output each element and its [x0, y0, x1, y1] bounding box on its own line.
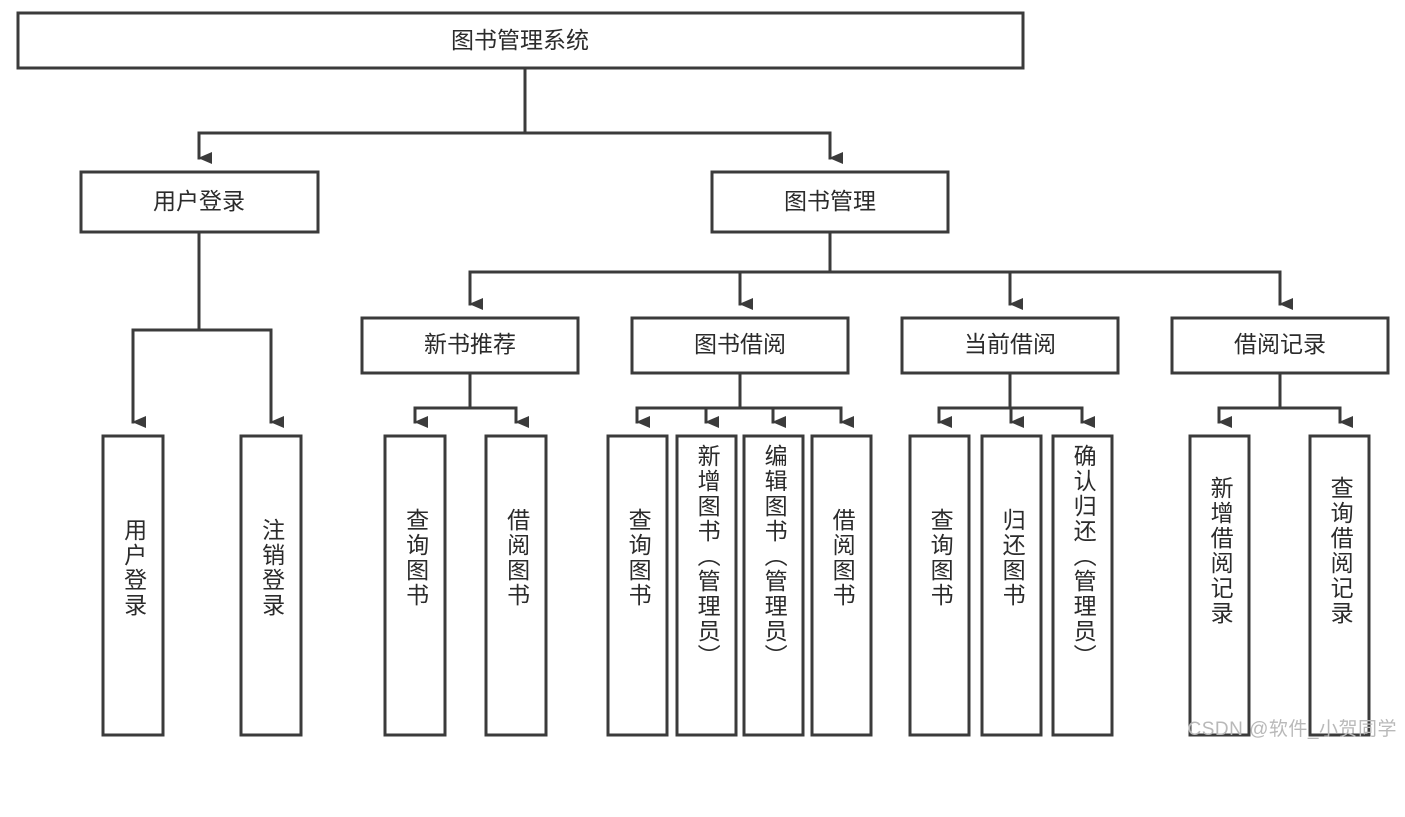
watermark-text: CSDN @软件_小贺同学 — [1187, 719, 1397, 740]
leaf-box-layer — [101, 434, 1371, 737]
leaf-box-query-record[interactable] — [1308, 434, 1371, 737]
node-user-login-box — [79, 170, 320, 234]
node-user-login[interactable]: 用户登录 — [79, 170, 320, 234]
leaf-box-query-book-2[interactable] — [606, 434, 669, 737]
node-root-label: 图书管理系统 — [451, 27, 589, 53]
node-root[interactable]: 图书管理系统 — [16, 11, 1025, 70]
connector-layer — [131, 66, 1353, 428]
node-borrow-record-box — [1170, 316, 1390, 375]
node-new-book-rec[interactable]: 新书推荐 — [360, 316, 580, 375]
leaf-box-add-book[interactable] — [675, 434, 738, 737]
leaf-box-query-book-1[interactable] — [383, 434, 447, 737]
leaf-box-edit-book[interactable] — [742, 434, 805, 737]
leaf-box-borrow-book-2[interactable] — [810, 434, 873, 737]
node-root-box — [16, 11, 1025, 70]
leaf-box-confirm-return[interactable] — [1051, 434, 1114, 737]
node-borrow-record[interactable]: 借阅记录 — [1170, 316, 1390, 375]
leaf-box-add-record[interactable] — [1188, 434, 1251, 737]
node-borrow-record-label: 借阅记录 — [1234, 331, 1326, 357]
node-new-book-rec-label: 新书推荐 — [424, 331, 516, 357]
node-book-manage-box — [710, 170, 950, 234]
tree-diagram-svg: 图书管理系统 用户登录 图书管理 新书推荐 图书借阅 当前借阅 借阅记录 — [16, 11, 1390, 737]
leaf-box-borrow-book-1[interactable] — [484, 434, 548, 737]
node-current-borrow[interactable]: 当前借阅 — [900, 316, 1120, 375]
diagram-canvas: 图书管理系统 用户登录 图书管理 新书推荐 图书借阅 当前借阅 借阅记录 — [16, 11, 1397, 740]
node-book-borrow-box — [630, 316, 850, 375]
node-user-login-label: 用户登录 — [153, 188, 245, 214]
node-book-borrow-label: 图书借阅 — [694, 331, 786, 357]
node-book-manage-label: 图书管理 — [784, 188, 876, 214]
node-book-borrow[interactable]: 图书借阅 — [630, 316, 850, 375]
node-new-book-rec-box — [360, 316, 580, 375]
node-book-manage[interactable]: 图书管理 — [710, 170, 950, 234]
leaf-box-user-login[interactable] — [101, 434, 165, 737]
node-current-borrow-label: 当前借阅 — [964, 331, 1056, 357]
node-current-borrow-box — [900, 316, 1120, 375]
leaf-box-user-logout[interactable] — [239, 434, 303, 737]
leaf-box-return-book[interactable] — [980, 434, 1043, 737]
leaf-box-query-book-3[interactable] — [908, 434, 971, 737]
